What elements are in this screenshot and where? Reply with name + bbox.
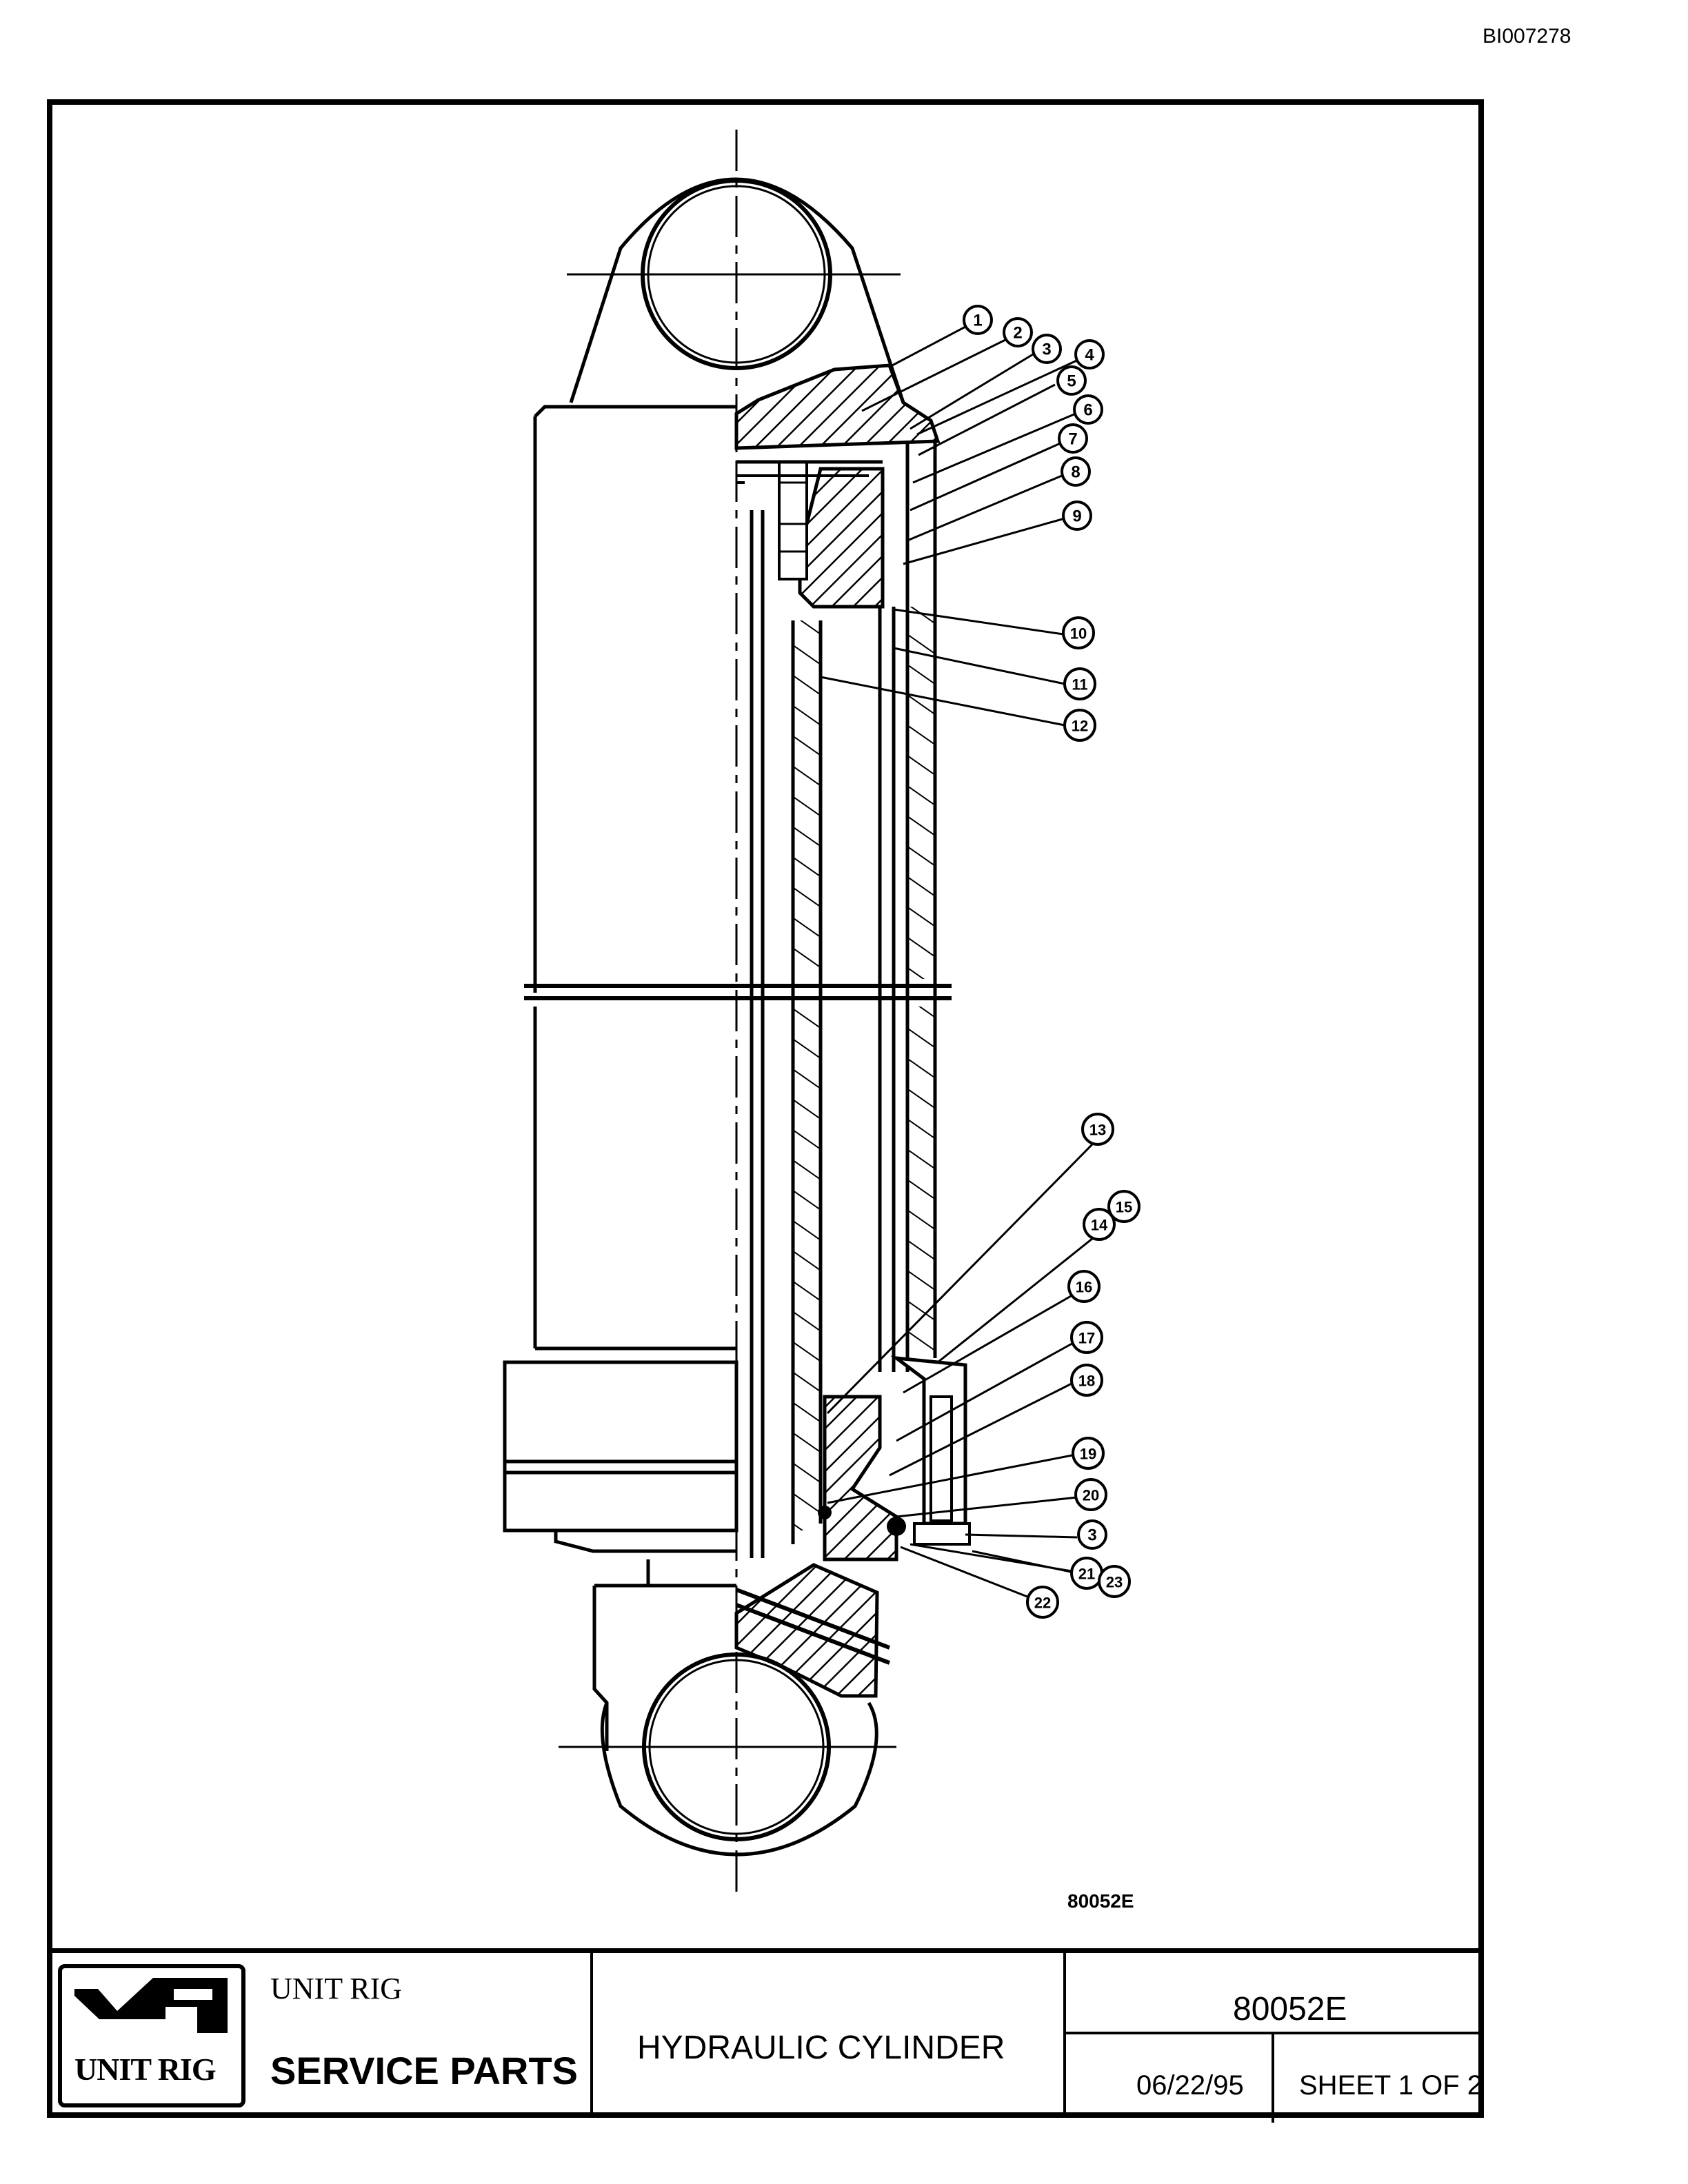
svg-text:19: 19 xyxy=(1080,1446,1096,1463)
callout-17: 17 xyxy=(1070,1321,1103,1354)
svg-text:11: 11 xyxy=(1072,676,1087,694)
svg-text:16: 16 xyxy=(1076,1279,1092,1296)
callout-23: 23 xyxy=(1098,1565,1131,1598)
cylinder-section xyxy=(734,363,971,1698)
logo-mark-icon xyxy=(74,1978,228,2033)
svg-text:7: 7 xyxy=(1068,430,1077,449)
callout-3: 3 xyxy=(1032,334,1062,364)
leader-lines xyxy=(820,325,1104,1601)
logo-text: UNIT RIG xyxy=(74,2052,217,2087)
callout-6: 6 xyxy=(1073,394,1103,425)
callout-13: 13 xyxy=(1081,1113,1114,1146)
callout-9: 9 xyxy=(1062,501,1092,531)
callout-14: 14 xyxy=(1083,1208,1116,1241)
svg-text:22: 22 xyxy=(1034,1595,1051,1612)
document-id: BI007278 xyxy=(1483,25,1571,48)
callout-12: 12 xyxy=(1063,709,1096,742)
callout-10: 10 xyxy=(1062,616,1095,649)
svg-text:13: 13 xyxy=(1089,1122,1106,1139)
svg-text:23: 23 xyxy=(1106,1574,1123,1591)
title-divider-2 xyxy=(1063,1953,1066,2118)
svg-text:3: 3 xyxy=(1087,1526,1096,1545)
callout-16: 16 xyxy=(1067,1270,1101,1303)
drawing-description: HYDRAULIC CYLINDER xyxy=(637,2030,1005,2066)
service-parts-label: SERVICE PARTS xyxy=(270,2049,579,2092)
svg-text:5: 5 xyxy=(1067,372,1076,391)
drawing-sheet-border xyxy=(47,99,1484,2118)
svg-text:9: 9 xyxy=(1072,507,1081,526)
drawing-number: 80052E xyxy=(1233,1991,1347,2028)
callout-22: 22 xyxy=(1026,1586,1059,1619)
callout-19: 19 xyxy=(1072,1437,1105,1470)
svg-text:1: 1 xyxy=(973,312,982,330)
title-divider-1 xyxy=(590,1953,593,2118)
svg-text:3: 3 xyxy=(1042,341,1051,359)
figure-number: 80052E xyxy=(1067,1890,1134,1912)
callout-11: 11 xyxy=(1063,667,1096,700)
callout-5: 5 xyxy=(1056,365,1087,396)
callout-2: 2 xyxy=(1003,317,1033,347)
callout-3b: 3 xyxy=(1077,1519,1107,1550)
callout-8: 8 xyxy=(1061,456,1091,487)
svg-text:21: 21 xyxy=(1078,1566,1095,1583)
callout-4: 4 xyxy=(1074,339,1105,370)
drawing-date: 06/22/95 xyxy=(1136,2070,1244,2101)
svg-text:20: 20 xyxy=(1083,1487,1099,1504)
sheet-number: SHEET 1 OF 2 xyxy=(1299,2070,1483,2101)
svg-text:17: 17 xyxy=(1078,1330,1095,1347)
callout-1: 1 xyxy=(963,305,993,335)
title-block: UNIT RIG UNIT RIG SERVICE PARTS HYDRAULI… xyxy=(47,1948,1484,2123)
svg-text:10: 10 xyxy=(1070,625,1087,643)
title-divider-3 xyxy=(1272,2032,1274,2123)
svg-text:14: 14 xyxy=(1091,1217,1108,1234)
svg-text:8: 8 xyxy=(1071,463,1080,482)
svg-text:6: 6 xyxy=(1083,401,1092,420)
svg-text:18: 18 xyxy=(1078,1373,1095,1390)
callout-20: 20 xyxy=(1074,1478,1107,1511)
svg-text:2: 2 xyxy=(1013,324,1022,343)
svg-text:4: 4 xyxy=(1085,346,1094,365)
svg-text:12: 12 xyxy=(1072,718,1088,735)
callout-7: 7 xyxy=(1058,423,1088,454)
callout-18: 18 xyxy=(1070,1364,1103,1397)
callout-bubbles: 1 2 3 4 5 6 7 8 9 10 11 12 13 14 15 16 1… xyxy=(963,305,1141,1619)
company-name: UNIT RIG xyxy=(270,1972,403,2005)
unit-rig-logo: UNIT RIG xyxy=(58,1964,245,2107)
svg-text:15: 15 xyxy=(1116,1199,1132,1216)
callout-21: 21 xyxy=(1070,1557,1103,1590)
callout-15: 15 xyxy=(1107,1190,1141,1223)
